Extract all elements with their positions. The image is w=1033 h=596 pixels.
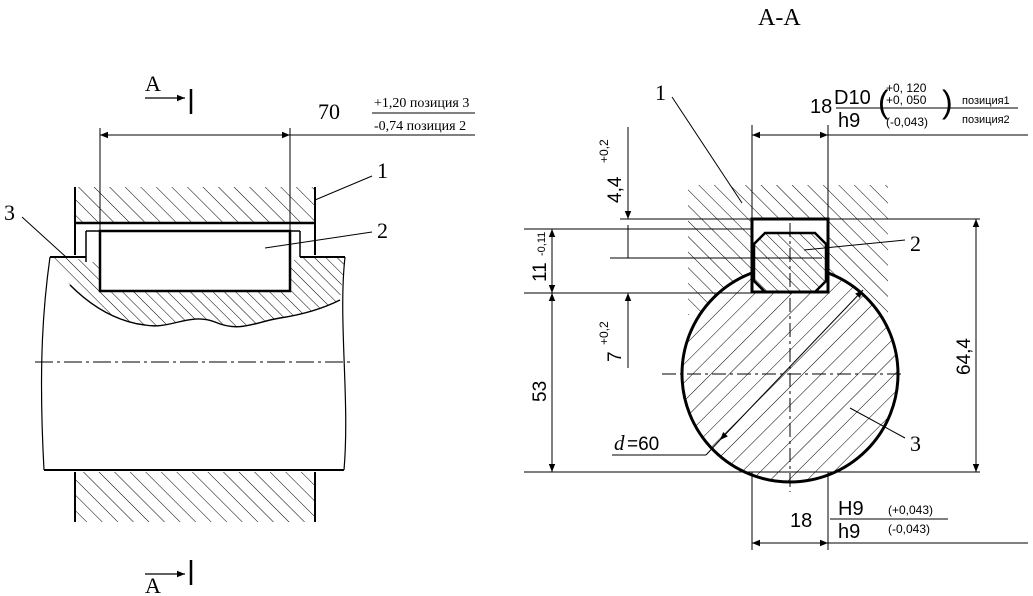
key-left xyxy=(98,229,292,293)
callout-1-left: 1 xyxy=(377,158,388,183)
hub-depth-tol: +0,2 xyxy=(597,139,611,163)
key-height-value: 11 xyxy=(530,262,551,282)
shaft-depth-value: 7 xyxy=(605,351,626,362)
bottom-width-fit-hole: H9 xyxy=(838,498,864,520)
length-dim-value: 70 xyxy=(318,99,340,124)
length-dim-upper-tol: +1,20 позиция 3 xyxy=(374,96,469,111)
callout-2-left: 2 xyxy=(377,218,388,243)
callout-1-right: 1 xyxy=(655,80,666,105)
right-view: A-A 4,4 +0,2 11 -0,11 7 +0,2 xyxy=(524,5,1028,550)
section-marker-top: A xyxy=(145,71,161,96)
callout-3-left: 3 xyxy=(4,200,15,225)
section-title: A-A xyxy=(758,5,801,31)
diameter-symbol: d xyxy=(614,431,625,455)
diameter-value: =60 xyxy=(627,434,659,455)
bottom-width-fit-shaft: h9 xyxy=(838,521,860,543)
hub-top-hatch xyxy=(75,187,315,223)
shaft-depth-tol: +0,2 xyxy=(597,321,611,345)
bottom-width-shaft-tol: (-0,043) xyxy=(888,522,930,536)
top-width-fit-hole: D10 xyxy=(834,87,871,109)
callout-3-right: 3 xyxy=(910,431,921,456)
hub-depth-value: 4,4 xyxy=(605,176,626,203)
svg-text:): ) xyxy=(942,84,953,120)
key-height-tol: -0,11 xyxy=(536,232,548,256)
section-marker-bottom: A xyxy=(145,573,161,596)
length-dim-lower-tol: -0,74 позиция 2 xyxy=(374,119,466,134)
top-width-shaft-tol: (-0,043) xyxy=(886,115,928,129)
top-width-hole-tol-upper: +0, 120 xyxy=(886,81,927,95)
svg-text:(: ( xyxy=(878,84,889,120)
bottom-width-prefix: 18 xyxy=(790,510,812,532)
top-width-hole-label: позиция1 xyxy=(962,95,1010,107)
hub-bottom-hatch xyxy=(75,472,315,522)
bottom-width-hole-tol: (+0,043) xyxy=(888,503,933,517)
total-height-value: 64,4 xyxy=(954,338,975,375)
top-width-hole-tol-lower: +0, 050 xyxy=(886,93,927,107)
top-width-prefix: 18 xyxy=(810,96,832,118)
callout-2-right: 2 xyxy=(910,231,921,256)
top-width-fit-shaft: h9 xyxy=(838,110,860,132)
top-width-shaft-label: позиция2 xyxy=(962,114,1010,126)
shaft-remaining-value: 53 xyxy=(530,381,551,402)
left-view: 70 +1,20 позиция 3 -0,74 позиция 2 A A 1… xyxy=(4,71,475,596)
